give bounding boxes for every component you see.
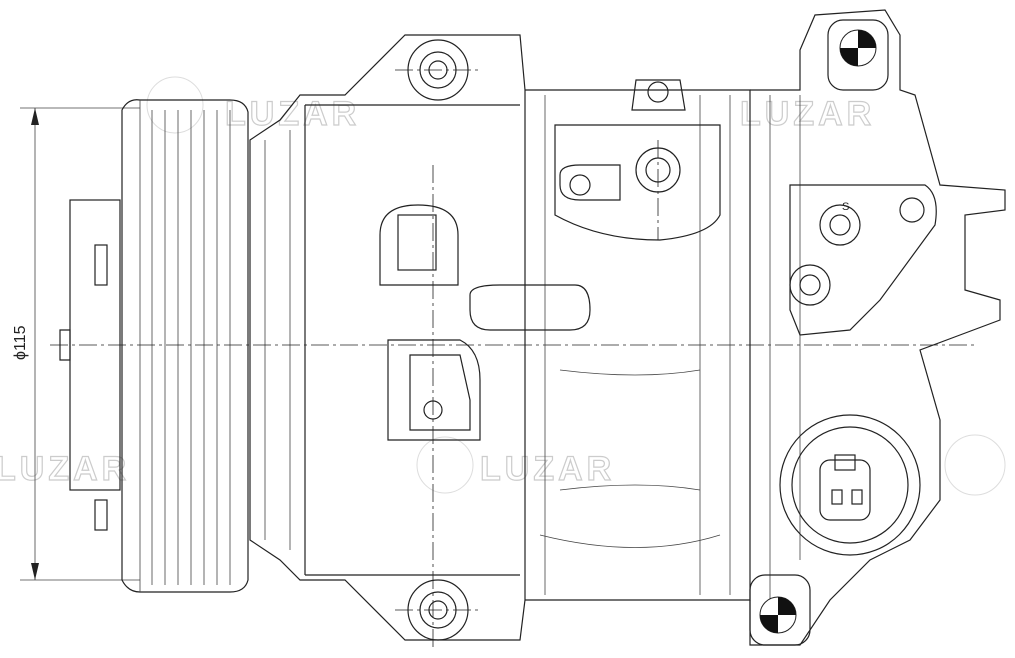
watermark-left: LUZAR xyxy=(0,450,130,488)
rear-head xyxy=(749,9,1006,646)
top-mount-ear xyxy=(395,39,480,101)
watermark-top-right: LUZAR xyxy=(740,95,875,133)
top-right-mount xyxy=(827,19,889,91)
suction-port: S xyxy=(789,184,937,336)
bottom-mount-ear xyxy=(395,579,480,641)
electrical-connector xyxy=(779,414,921,556)
watermark-center: LUZAR xyxy=(480,450,615,488)
cylinder-body xyxy=(469,79,751,601)
bottom-right-mount xyxy=(749,574,811,646)
watermark-top-left: LUZAR xyxy=(225,95,360,133)
diameter-dimension: ϕ115 xyxy=(12,107,140,581)
port-label: S xyxy=(842,201,849,213)
watermark-group: LUZAR LUZAR LUZAR LUZAR xyxy=(0,76,1006,496)
dimension-label: ϕ115 xyxy=(12,325,29,360)
pulley xyxy=(59,99,249,593)
housing-bolt xyxy=(379,204,481,441)
